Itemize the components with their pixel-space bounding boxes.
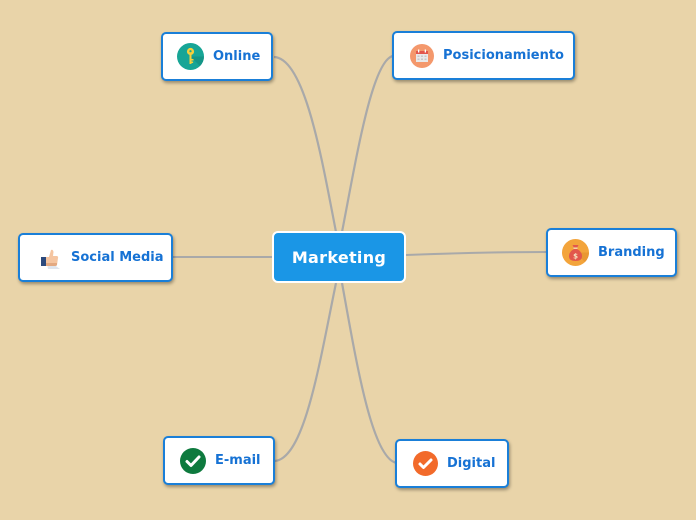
connector-email <box>274 282 338 463</box>
money-bag-icon: $ <box>562 239 589 266</box>
connector-online <box>273 55 338 233</box>
connector-branding <box>405 251 548 256</box>
node-label: Social Media <box>71 250 164 265</box>
check-circle-icon <box>180 447 206 474</box>
connector-posicionamiento <box>340 54 394 233</box>
node-branding[interactable]: $ Branding <box>546 228 677 277</box>
calendar-icon <box>410 43 434 68</box>
node-posicionamiento[interactable]: Posicionamiento <box>392 31 575 80</box>
node-email[interactable]: E-mail <box>163 436 275 485</box>
node-label: Posicionamiento <box>443 48 564 63</box>
node-social-media[interactable]: Social Media <box>18 233 173 282</box>
node-label: Digital <box>447 456 496 471</box>
thumbs-up-icon <box>38 244 64 271</box>
node-label: Online <box>213 49 261 64</box>
key-icon <box>177 43 204 70</box>
node-label: E-mail <box>215 453 261 468</box>
svg-text:$: $ <box>573 253 578 261</box>
node-online[interactable]: Online <box>161 32 273 81</box>
root-node-marketing[interactable]: Marketing <box>272 231 406 283</box>
root-node-label: Marketing <box>291 247 387 267</box>
check-circle-icon <box>413 451 438 476</box>
connector-digital <box>340 282 398 465</box>
node-digital[interactable]: Digital <box>395 439 509 488</box>
node-label: Branding <box>598 245 665 260</box>
